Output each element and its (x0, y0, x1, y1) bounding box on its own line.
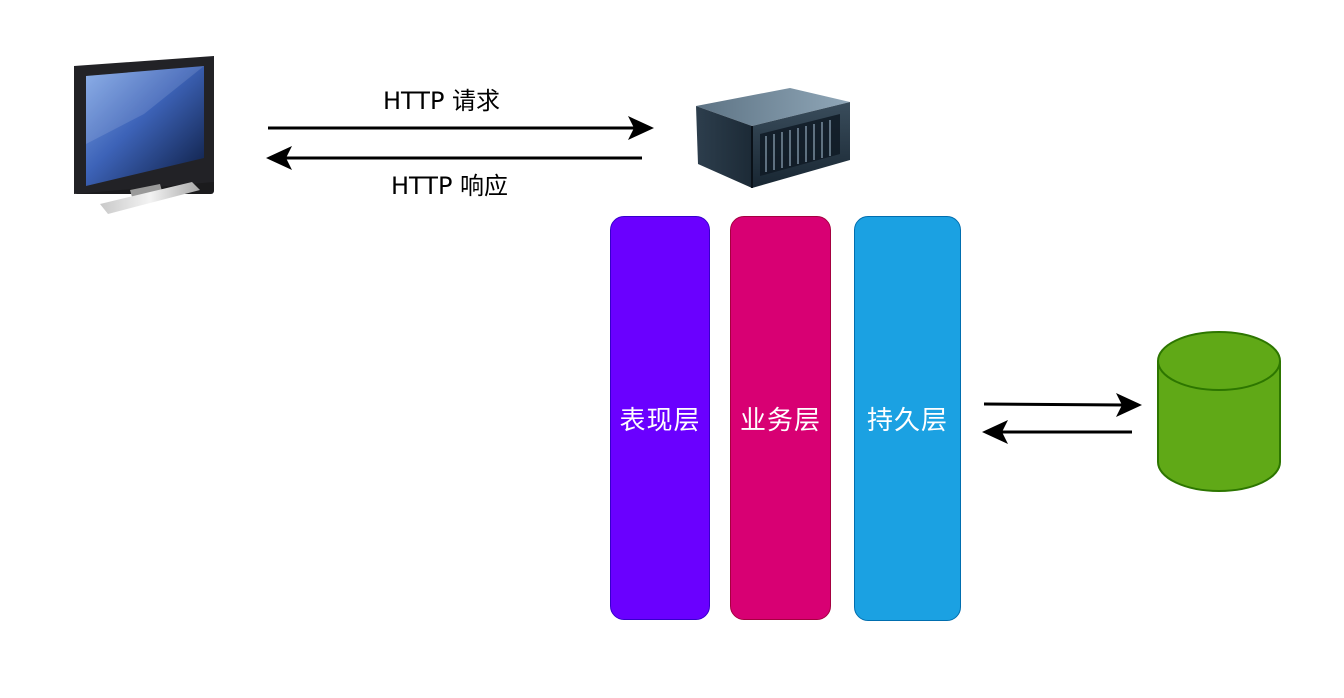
persistence-layer-label: 持久层 (866, 406, 948, 436)
persistence-layer: 持久层 (854, 216, 961, 621)
business-layer-label: 业务层 (739, 405, 821, 436)
database-icon (1157, 331, 1281, 492)
monitor-icon (74, 56, 214, 214)
server-icon (696, 88, 850, 188)
presentation-layer-label: 表现层 (619, 405, 701, 436)
business-layer: 业务层 (730, 216, 831, 620)
presentation-layer: 表现层 (610, 216, 710, 620)
http-response-label: HTTP 响应 (391, 172, 509, 200)
http-request-label: HTTP 请求 (383, 87, 501, 115)
